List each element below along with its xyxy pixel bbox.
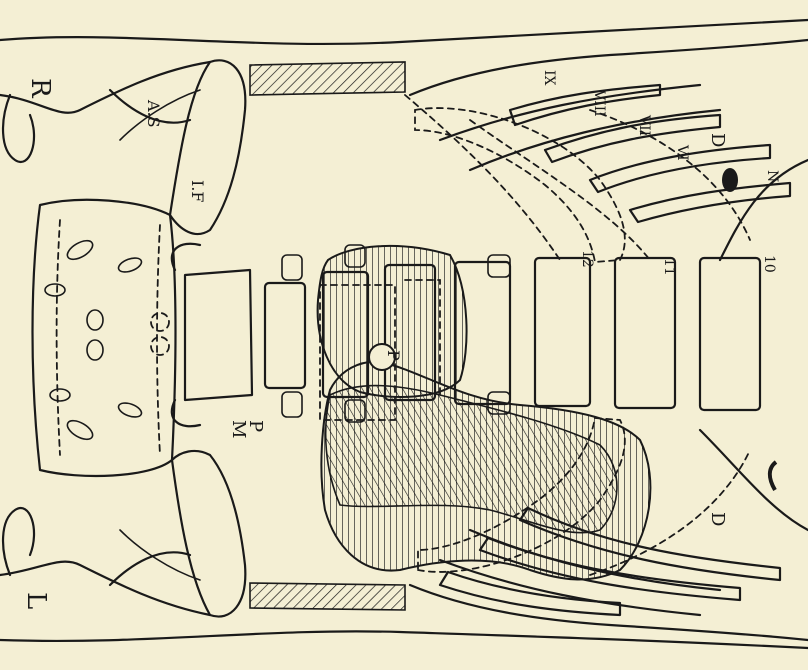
label-as: A.S [144,99,163,128]
label-if: I.F [188,180,207,203]
label-rib-vii: VII [636,114,652,136]
sacrum-inner [57,220,160,455]
label-pancreas: P [384,350,403,361]
small-mark [770,462,776,490]
body-outline-bottom [0,631,808,648]
hatched-band-left [250,583,405,610]
label-rib-12: 12 [579,250,595,268]
label-d-upper: D [707,133,728,147]
sacrum [33,200,176,476]
label-m: M [228,420,249,438]
sacral-foramina [45,237,169,443]
ilium-left [172,451,245,617]
label-rib-11: 11 [661,258,677,276]
label-l: L [21,592,51,609]
body-outline-top [0,20,808,44]
ribs-right [410,40,808,260]
hatched-band-right [250,62,405,95]
label-rib-vi: VI [674,144,690,161]
navel-mark [722,168,738,192]
rib-12-dashed [405,95,560,260]
label-rib-viii: VIII [591,89,607,117]
label-rib-10: 10 [761,255,777,273]
label-rib-ix: IX [541,70,557,86]
ilium-right [170,60,245,234]
label-r: R [25,78,55,99]
label-d-lower: D [707,512,728,526]
label-top-mark: N [764,170,780,182]
